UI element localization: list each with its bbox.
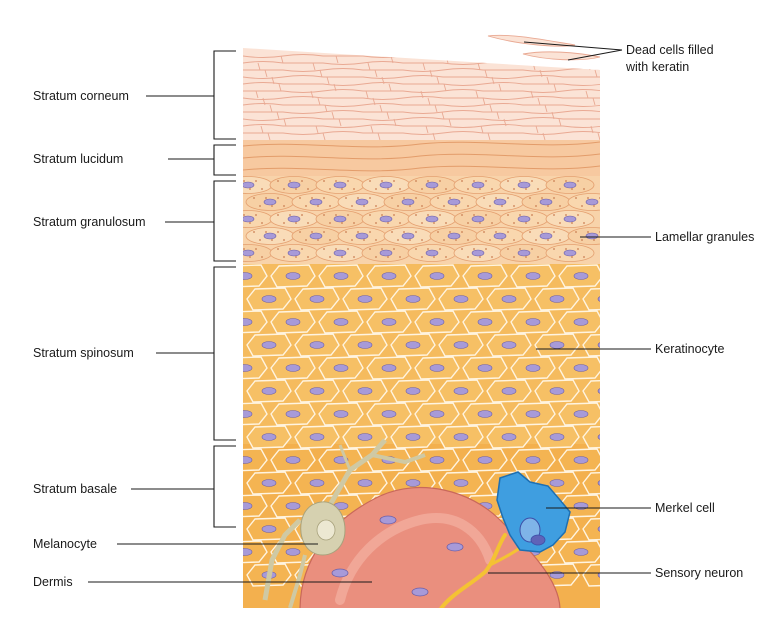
dead-cells-flakes bbox=[487, 34, 601, 61]
melanocyte-cell bbox=[262, 438, 426, 608]
label-stratum-corneum: Stratum corneum bbox=[33, 89, 129, 103]
labels: Stratum corneum Stratum lucidum Stratum … bbox=[33, 43, 754, 589]
label-merkel-cell: Merkel cell bbox=[655, 501, 715, 515]
lucidum-cells bbox=[243, 141, 600, 172]
granulosum-cells bbox=[243, 176, 600, 262]
label-keratinocyte: Keratinocyte bbox=[655, 342, 725, 356]
lucidum-region bbox=[243, 140, 600, 176]
label-stratum-basale: Stratum basale bbox=[33, 482, 117, 496]
label-dead-cells-line2: with keratin bbox=[625, 60, 689, 74]
label-dead-cells-line1: Dead cells filled bbox=[626, 43, 714, 57]
label-melanocyte: Melanocyte bbox=[33, 537, 97, 551]
label-stratum-spinosum: Stratum spinosum bbox=[33, 346, 134, 360]
label-dermis: Dermis bbox=[33, 575, 73, 589]
label-sensory-neuron: Sensory neuron bbox=[655, 566, 743, 580]
layer-brackets bbox=[213, 50, 236, 528]
dermis-highlight bbox=[335, 513, 495, 605]
label-lamellar-granules: Lamellar granules bbox=[655, 230, 754, 244]
label-stratum-granulosum: Stratum granulosum bbox=[33, 215, 146, 229]
sensory-neuron bbox=[438, 533, 507, 608]
label-stratum-lucidum: Stratum lucidum bbox=[33, 152, 123, 166]
leader-lines bbox=[88, 41, 651, 583]
tissue-block bbox=[243, 48, 600, 608]
merkel-cell bbox=[496, 471, 571, 553]
